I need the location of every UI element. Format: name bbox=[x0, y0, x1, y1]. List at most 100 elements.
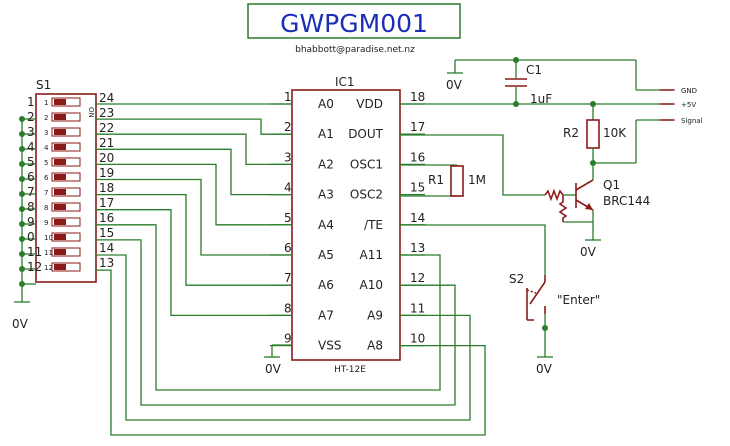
c1-ground-label: 0V bbox=[446, 78, 463, 92]
connector-5v: +5V bbox=[681, 101, 696, 109]
ic-pin-right-name-18: VDD bbox=[356, 97, 383, 111]
ic-pin-right-num-10: 10 bbox=[410, 332, 425, 346]
ic-pin-right-num-17: 17 bbox=[410, 120, 425, 134]
ic-pin-right-num-11: 11 bbox=[410, 301, 425, 315]
ic-pin-left-name-7: A6 bbox=[318, 278, 334, 292]
ic-pin-right-name-15: OSC2 bbox=[350, 188, 383, 202]
ic-pin-right-num-12: 12 bbox=[410, 271, 425, 285]
s1-pos-right-7: 18 bbox=[99, 181, 114, 195]
s1-pos-right-5: 20 bbox=[99, 151, 114, 165]
s1-pos-right-8: 17 bbox=[99, 196, 114, 210]
ic-pin-left-name-6: A5 bbox=[318, 248, 334, 262]
r1-section: R1 1M bbox=[400, 164, 486, 197]
s1-pos-right-10: 15 bbox=[99, 226, 114, 240]
s1-knob-8 bbox=[54, 204, 66, 210]
ic-pin-left-name-5: A4 bbox=[318, 218, 334, 232]
s1-pos-left-3: 3 bbox=[27, 125, 35, 139]
route-a7 bbox=[96, 209, 292, 317]
s1-pos-right-9: 16 bbox=[99, 211, 114, 225]
r2-value: 10K bbox=[603, 126, 627, 140]
s1-inner-5: 5 bbox=[44, 159, 48, 167]
ic-pin-left-num-6: 6 bbox=[284, 241, 292, 255]
s1-inner-3: 3 bbox=[44, 129, 48, 137]
ic-pin-left-name-3: A2 bbox=[318, 157, 334, 171]
c1-ref: C1 bbox=[526, 63, 542, 77]
s1-inner-1: 1 bbox=[44, 99, 48, 107]
ic-pin-right-name-10: A8 bbox=[367, 339, 383, 353]
s1-knob-11 bbox=[54, 249, 66, 255]
s1-pos-left-4: 4 bbox=[27, 140, 35, 154]
title-block: GWPGM001 bhabbott@paradise.net.nz bbox=[247, 3, 461, 55]
route-a2 bbox=[96, 133, 292, 166]
ic-pin-left-num-9: 9 bbox=[284, 332, 292, 346]
s1-inner-2: 2 bbox=[44, 114, 48, 122]
route-a10 bbox=[96, 239, 456, 406]
s1-ref: S1 bbox=[36, 78, 51, 92]
s1-pos-right-6: 19 bbox=[99, 166, 114, 180]
r2-ref: R2 bbox=[563, 126, 579, 140]
ic-pin-left-name-9: VSS bbox=[318, 339, 341, 353]
s1-knob-9 bbox=[54, 219, 66, 225]
r1-ref: R1 bbox=[428, 173, 444, 187]
supply-section: 0V C1 1uF R2 10K bbox=[400, 57, 660, 166]
route-a3 bbox=[96, 148, 292, 196]
q1-section: 0V Q1 BRC144 bbox=[400, 134, 650, 259]
s1-knob-12 bbox=[54, 264, 66, 270]
route-a8 bbox=[96, 269, 486, 436]
s1-knob-3 bbox=[54, 129, 66, 135]
s2-ground-label: 0V bbox=[536, 362, 553, 376]
s1-pos-left-8: 8 bbox=[27, 200, 35, 214]
s1-pos-left-10: 0 bbox=[27, 230, 35, 244]
ic-pin-right-num-14: 14 bbox=[410, 211, 425, 225]
s1-pos-right-11: 14 bbox=[99, 241, 114, 255]
ic-pin-right-name-16: OSC1 bbox=[350, 157, 383, 171]
ic-pin-left-name-4: A3 bbox=[318, 188, 334, 202]
s1-common: 0V bbox=[12, 119, 30, 331]
r1-value: 1M bbox=[468, 173, 486, 187]
ic-pin-right-name-11: A9 bbox=[367, 308, 383, 322]
q1-part: BRC144 bbox=[603, 194, 650, 208]
connector: GND +5V Signal bbox=[659, 87, 703, 125]
s2-ref: S2 bbox=[509, 272, 524, 286]
route-a6 bbox=[96, 193, 292, 286]
s1-inner-9: 9 bbox=[44, 219, 48, 227]
s1-pos-right-2: 23 bbox=[99, 106, 114, 120]
connector-gnd: GND bbox=[681, 87, 697, 95]
q1-ground-label: 0V bbox=[580, 245, 597, 259]
ic1-ref: IC1 bbox=[335, 75, 355, 89]
s1-pos-left-12: 12 bbox=[27, 260, 42, 274]
s1-knob-5 bbox=[54, 159, 66, 165]
s1-knob-10 bbox=[54, 234, 66, 240]
s1-pos-left-6: 6 bbox=[27, 170, 35, 184]
vss-ground-label: 0V bbox=[265, 362, 282, 376]
ic1-part: HT-12E bbox=[334, 365, 366, 375]
s1-ground-label: 0V bbox=[12, 317, 29, 331]
s1-inner-4: 4 bbox=[44, 144, 49, 152]
ic-pin-left-num-3: 3 bbox=[284, 150, 292, 164]
ic-pin-left-num-8: 8 bbox=[284, 301, 292, 315]
s1-on-label: ON bbox=[87, 107, 95, 118]
s1-inner-11: 11 bbox=[44, 249, 53, 257]
connector-signal: Signal bbox=[681, 117, 703, 125]
s1-knob-4 bbox=[54, 144, 66, 150]
ic-pin-right-name-17: DOUT bbox=[348, 127, 383, 141]
s1-knob-2 bbox=[54, 114, 66, 120]
ic-pin-left-name-8: A7 bbox=[318, 308, 334, 322]
route-a4 bbox=[96, 163, 292, 226]
s1-knob-6 bbox=[54, 174, 66, 180]
s1-inner-6: 6 bbox=[44, 174, 49, 182]
s1-pos-right-12: 13 bbox=[99, 256, 114, 270]
route-a5 bbox=[96, 178, 292, 256]
s1-inner-7: 7 bbox=[44, 189, 48, 197]
ic-pin-left-num-4: 4 bbox=[284, 181, 292, 195]
ic-pin-right-name-14: /TE bbox=[364, 218, 383, 232]
ic-pin-left-num-2: 2 bbox=[284, 120, 292, 134]
ic-pin-left-name-2: A1 bbox=[318, 127, 334, 141]
ic-pin-left-num-7: 7 bbox=[284, 271, 292, 285]
title: GWPGM001 bbox=[280, 9, 428, 38]
s1-pos-right-4: 21 bbox=[99, 136, 114, 150]
